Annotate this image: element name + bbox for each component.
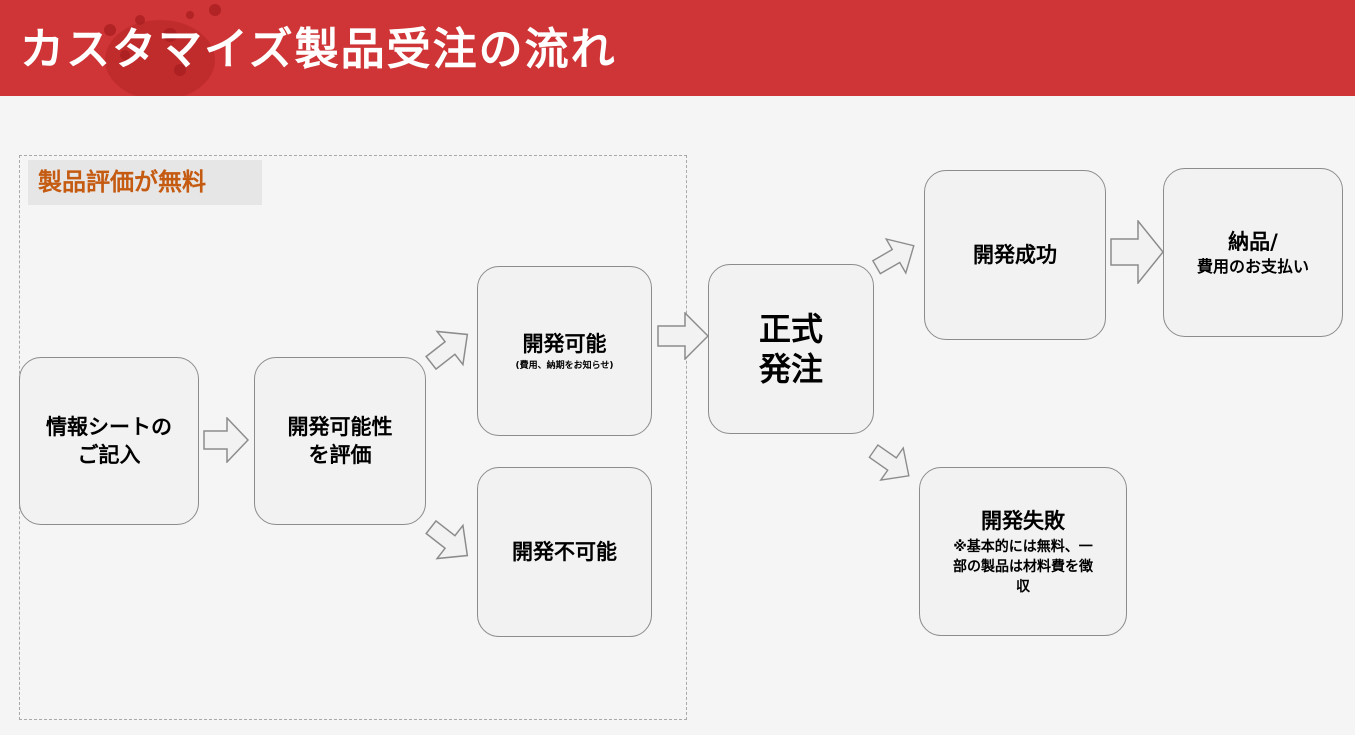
step-development-success: 開発成功	[924, 170, 1106, 340]
arrow-down-right-icon	[425, 519, 469, 560]
arrow-right-icon	[1110, 220, 1164, 284]
step-formal-order-label: 正式 発注	[758, 310, 823, 388]
step-development-success-label: 開発成功	[973, 243, 1057, 267]
free-evaluation-label: 製品評価が無料	[28, 160, 262, 205]
header-decoration	[104, 4, 221, 96]
step-delivery-label: 納品/	[1228, 229, 1278, 254]
arrow-up-right-icon	[871, 237, 915, 275]
step-formal-order: 正式 発注	[708, 264, 874, 434]
step-infeasible-label: 開発不可能	[512, 540, 617, 564]
page-title: カスタマイズ製品受注の流れ	[20, 24, 617, 75]
arrow-down-right-icon	[868, 444, 910, 481]
step-development-failure-label: 開発失敗	[981, 508, 1065, 533]
arrow-up-right-icon	[425, 330, 469, 371]
step-development-failure-note: ※基本的には無料、一 部の製品は材料費を徴 収	[953, 538, 1093, 595]
step-info-sheet: 情報シートの ご記入	[19, 357, 199, 525]
step-feasible-note: (費用、納期をお知らせ)	[515, 361, 614, 371]
header-bar: カスタマイズ製品受注の流れ	[0, 0, 1355, 96]
arrow-right-icon	[203, 417, 249, 463]
step-feasibility-evaluation: 開発可能性 を評価	[254, 357, 426, 525]
arrow-right-icon	[657, 312, 709, 360]
step-info-sheet-label: 情報シートの ご記入	[46, 415, 172, 467]
step-delivery-payment: 納品/ 費用のお支払い	[1163, 168, 1343, 337]
step-feasible: 開発可能 (費用、納期をお知らせ)	[477, 266, 652, 436]
step-delivery-sub: 費用のお支払い	[1196, 256, 1309, 276]
step-feasibility-label: 開発可能性 を評価	[287, 415, 393, 467]
step-feasible-label: 開発可能	[522, 332, 607, 356]
step-development-failure: 開発失敗 ※基本的には無料、一 部の製品は材料費を徴 収	[919, 467, 1127, 636]
step-infeasible: 開発不可能	[477, 467, 652, 637]
